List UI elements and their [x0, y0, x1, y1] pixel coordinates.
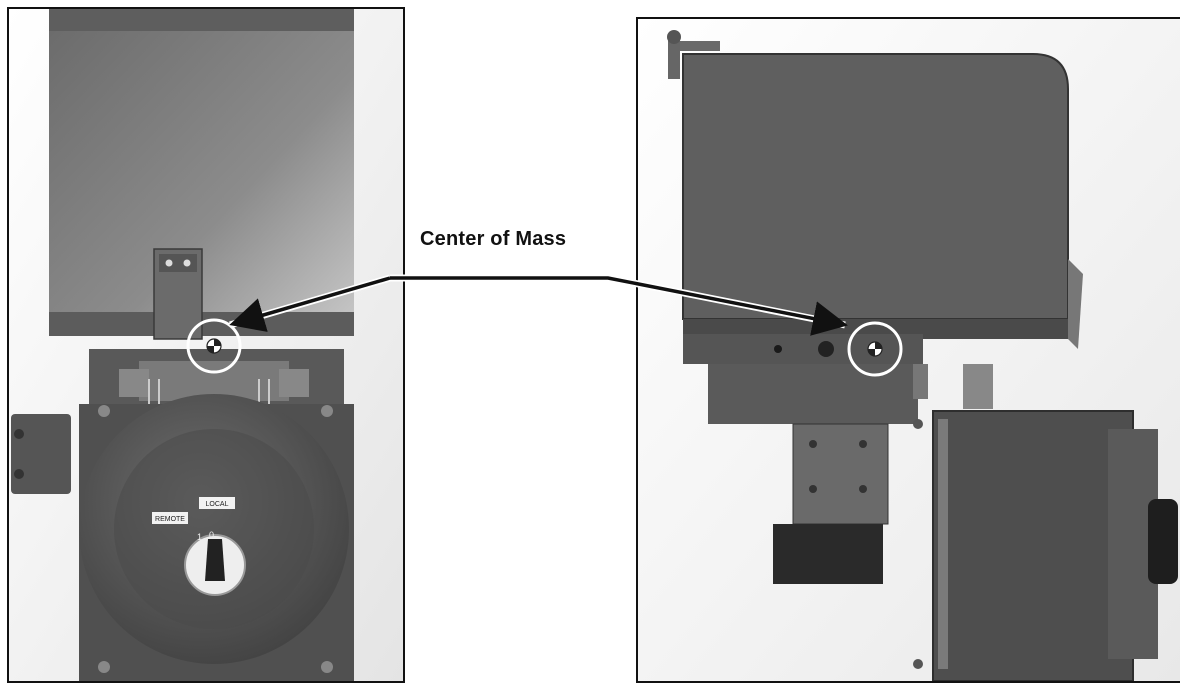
center-of-mass-marker-front [186, 318, 242, 374]
center-of-mass-label: Center of Mass [420, 228, 567, 250]
base-block [683, 334, 923, 364]
side-view-panel [636, 17, 1180, 683]
motor-flange [932, 410, 1134, 681]
side-view-illustration [638, 19, 1180, 681]
dial-mark-one: 1 [197, 532, 202, 542]
remote-label: REMOTE [155, 516, 185, 523]
dial-mark-zero: 0 [209, 530, 214, 540]
center-of-mass-marker-side [847, 321, 903, 377]
cover-side [682, 53, 1069, 320]
front-view-panel: REMOTE LOCAL 1 0 [7, 7, 405, 683]
front-view-illustration: REMOTE LOCAL 1 0 [9, 9, 403, 681]
top-cover [49, 9, 354, 334]
conduit-box [11, 414, 71, 494]
local-label: LOCAL [206, 501, 229, 508]
